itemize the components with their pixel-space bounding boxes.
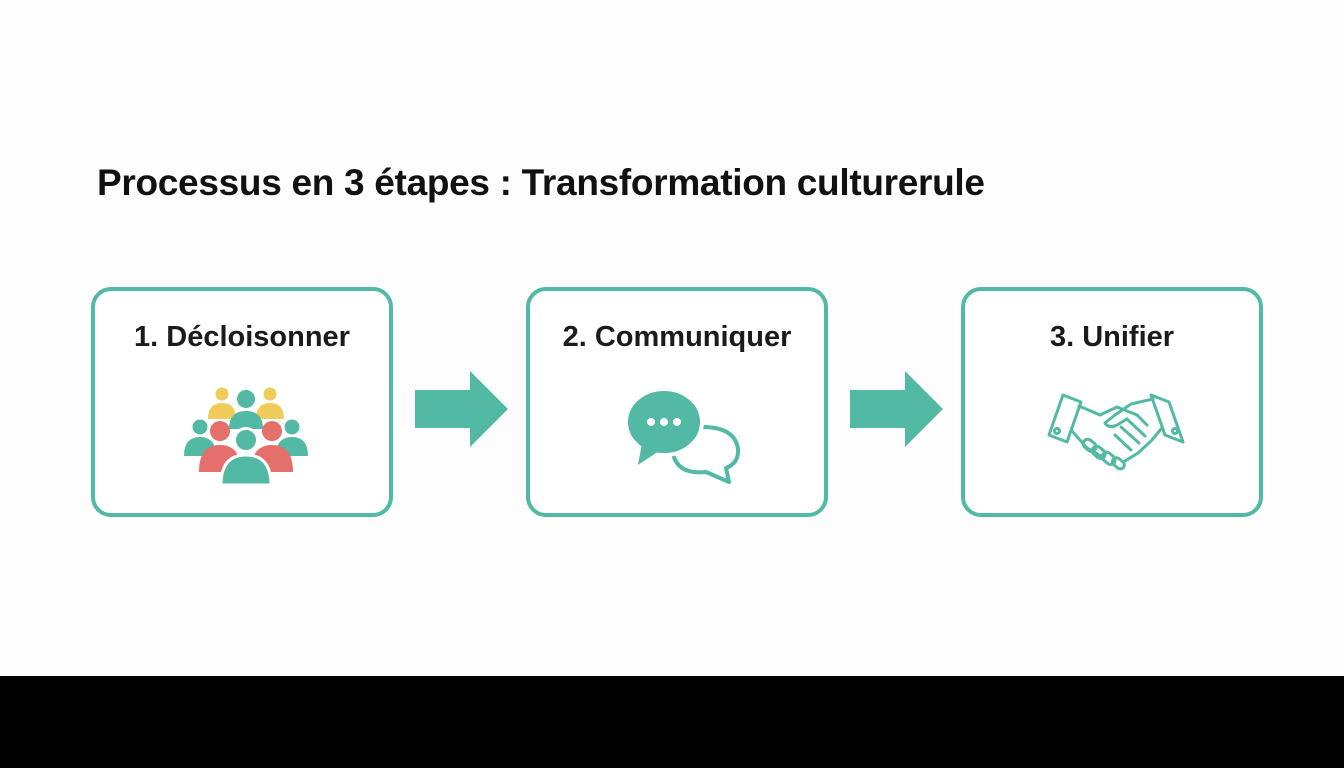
step-box-3: 3. Unifier	[961, 287, 1263, 517]
step-box-1: 1. Décloisonner	[91, 287, 393, 517]
step-box-2: 2. Communiquer	[526, 287, 828, 517]
handshake-icon	[1047, 393, 1185, 471]
arrow-right-icon	[415, 371, 508, 447]
arrow-right-icon	[850, 371, 943, 447]
step-label-2: 2. Communiquer	[562, 321, 792, 353]
chat-bubbles-icon	[624, 387, 741, 484]
slide: Processus en 3 étapes : Transformation c…	[0, 0, 1344, 676]
step-label-1: 1. Décloisonner	[134, 321, 350, 353]
step-label-3: 3. Unifier	[1049, 321, 1175, 353]
people-group-icon	[184, 387, 308, 487]
diagram-title: Processus en 3 étapes : Transformation c…	[97, 162, 985, 203]
